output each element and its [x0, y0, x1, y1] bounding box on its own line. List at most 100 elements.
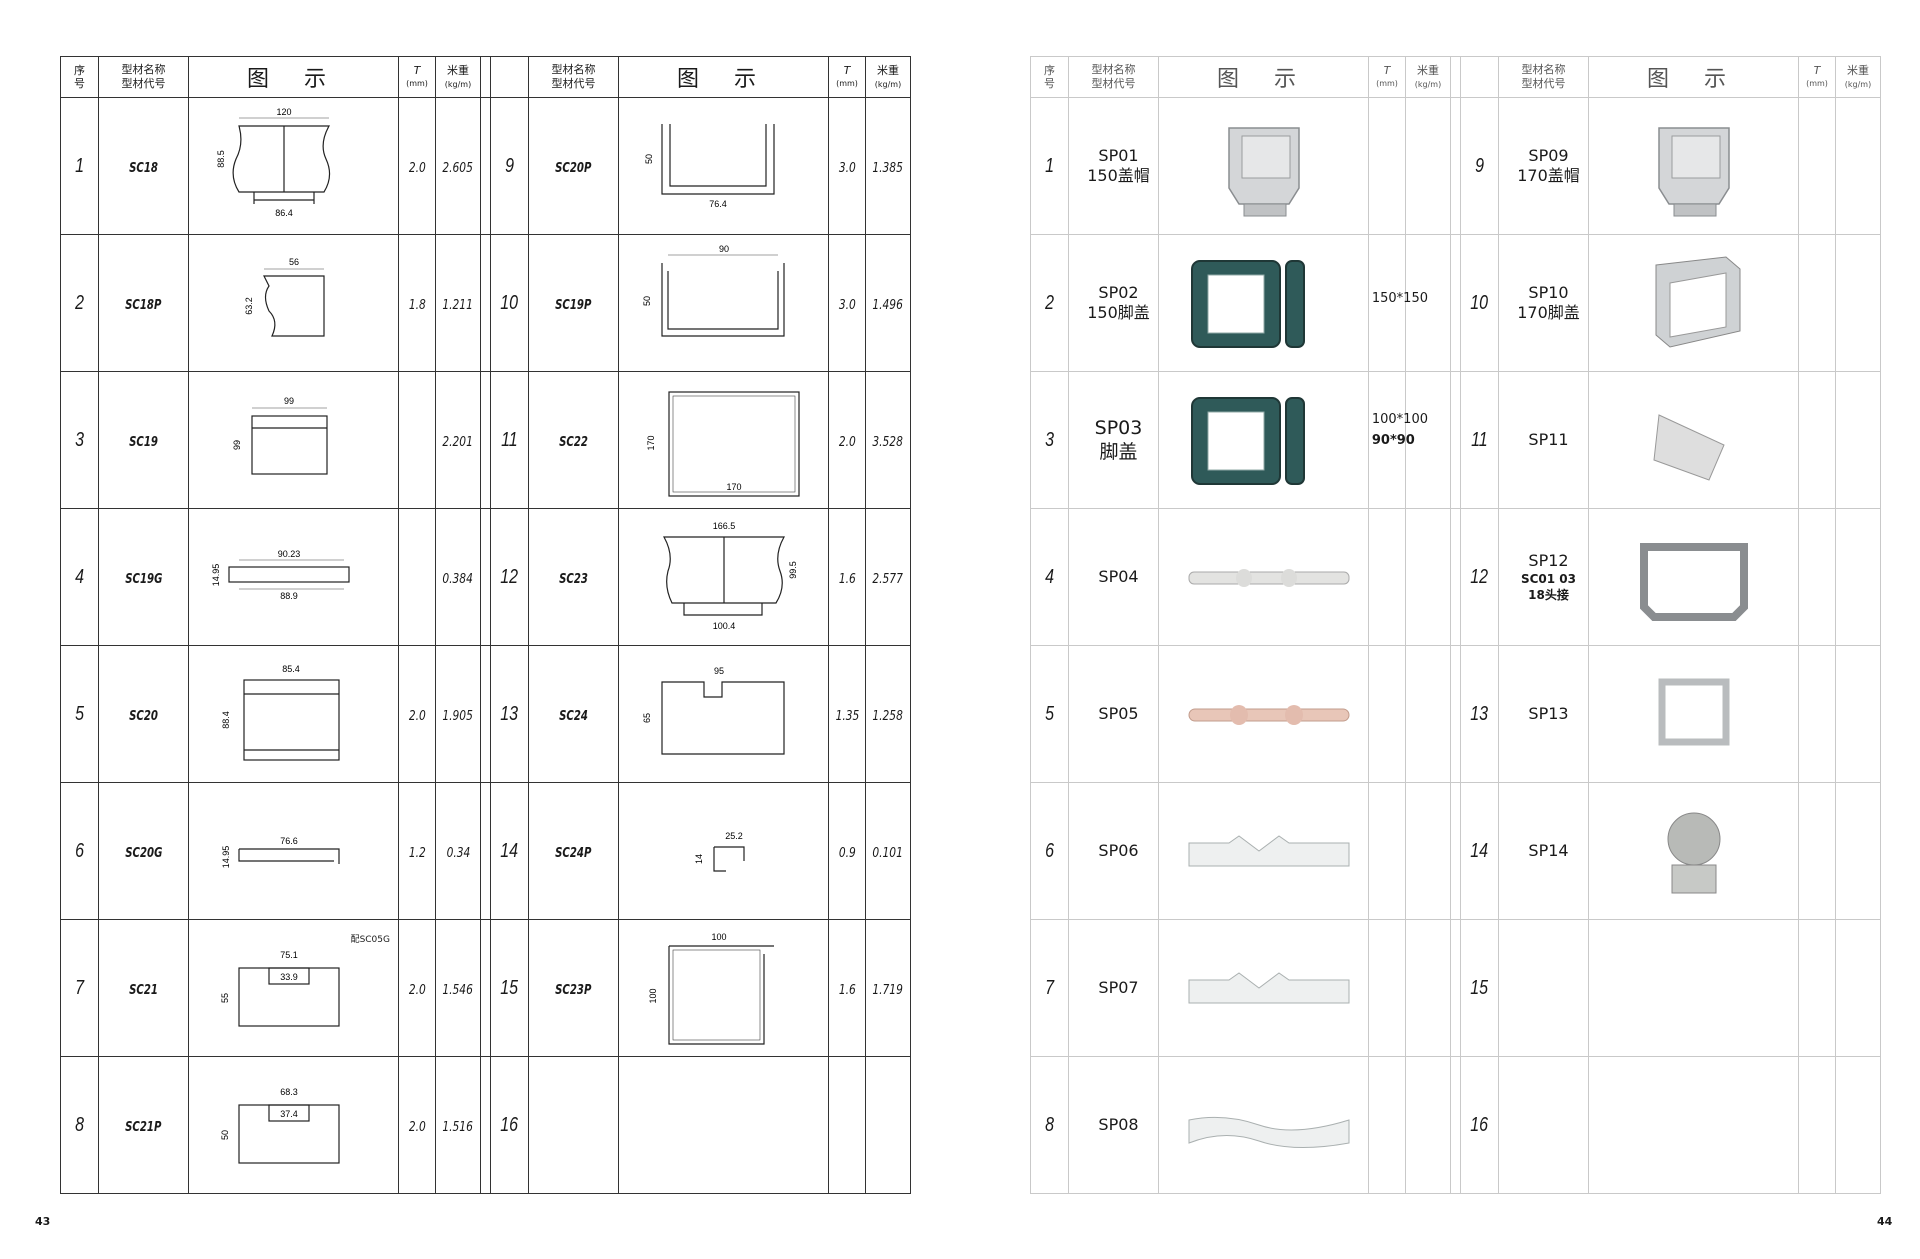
- dimension-label: 68.3: [280, 1087, 298, 1097]
- thickness-cell: [1368, 371, 1406, 509]
- dimension-label: 55: [220, 992, 230, 1002]
- row-number-text: 7: [75, 976, 84, 999]
- row-number: 6: [60, 782, 99, 920]
- thickness-cell: 2.0: [398, 645, 436, 783]
- row-number: 7: [60, 919, 99, 1057]
- accessory-image: [1658, 678, 1729, 746]
- weight-cell: 0.101: [865, 782, 911, 920]
- dimension-label: 14.95: [211, 563, 221, 586]
- thickness-value: 1.6: [838, 571, 856, 587]
- row-number-text: 1: [75, 154, 84, 177]
- accessory-name-cell: SP07: [1068, 919, 1159, 1057]
- dimension-label: 166.5: [712, 521, 735, 531]
- thickness-cell: [1368, 645, 1406, 783]
- row-number-text: 8: [1045, 1113, 1054, 1136]
- accessory-image: [1188, 705, 1349, 725]
- thickness-value: 3.0: [838, 297, 856, 313]
- row-number: 10: [1460, 234, 1499, 372]
- profile-code-cell: SC21P: [98, 1056, 189, 1194]
- profile-code-cell: SC18: [98, 97, 189, 235]
- profile-table-left: 序号 型材名称型材代号 图 示 T(mm) 米重(kg/m) 型材名称型材代号 …: [60, 56, 911, 1194]
- weight-cell: 2.605: [435, 97, 481, 235]
- accessory-name-cell: SP11: [1498, 371, 1589, 509]
- weight-cell: 1.905: [435, 645, 481, 783]
- profile-code: SC24P: [555, 845, 592, 861]
- weight-cell: 1.546: [435, 919, 481, 1057]
- row-number: 1: [1030, 97, 1069, 235]
- profile-code-cell: SC20: [98, 645, 189, 783]
- thickness-value: 0.9: [838, 845, 856, 861]
- accessory-image: [1227, 127, 1300, 217]
- weight-cell: [1405, 234, 1451, 372]
- cross-section-drawing: 76.614.95: [221, 836, 340, 868]
- accessory-name-line: SP11: [1528, 430, 1569, 449]
- thickness-cell: [1798, 1056, 1836, 1194]
- profile-code: SC20P: [555, 160, 592, 176]
- weight-cell: 1.496: [865, 234, 911, 372]
- accessory-name-line: SP05: [1098, 704, 1139, 723]
- weight-value: 1.546: [442, 982, 474, 998]
- weight-cell: [1835, 234, 1881, 372]
- weight-value: 0.34: [446, 845, 470, 861]
- dimension-label: 120: [276, 107, 291, 117]
- weight-cell: 1.211: [435, 234, 481, 372]
- profile-code: SC21: [129, 982, 158, 998]
- thickness-cell: 2.0: [828, 371, 866, 509]
- accessory-figure: [1158, 919, 1369, 1057]
- row-number-text: 15: [500, 976, 519, 999]
- profile-code-cell: [528, 1056, 619, 1194]
- weight-value: 0.101: [872, 845, 904, 861]
- profile-code-cell: SC24: [528, 645, 619, 783]
- row-number-text: 12: [1470, 565, 1489, 588]
- dimension-label: 25.2: [725, 831, 743, 841]
- thickness-cell: 1.6: [828, 508, 866, 646]
- profile-code: SC18P: [125, 297, 162, 313]
- column-gap: [1450, 371, 1461, 509]
- thickness-cell: [398, 371, 436, 509]
- weight-cell: [1835, 782, 1881, 920]
- accessory-name-cell: [1498, 1056, 1589, 1194]
- weight-cell: 2.201: [435, 371, 481, 509]
- accessory-image: [1190, 397, 1305, 485]
- accessory-name-line: SP02: [1098, 283, 1139, 302]
- weight-cell: 1.385: [865, 97, 911, 235]
- row-number-text: 5: [1045, 702, 1054, 725]
- accessory-name-cell: SP13: [1498, 645, 1589, 783]
- row-number: 4: [60, 508, 99, 646]
- accessory-figure: [1588, 645, 1799, 783]
- header-name: 型材名称型材代号: [98, 56, 189, 98]
- row-number: 8: [60, 1056, 99, 1194]
- accessory-name-cell: [1498, 919, 1589, 1057]
- thickness-cell: [1798, 508, 1836, 646]
- dimension-label: 95: [713, 666, 723, 676]
- header-weight-right-2: 米重(kg/m): [1835, 56, 1881, 98]
- column-gap: [1450, 508, 1461, 646]
- table-header-row-right: 序号 型材名称型材代号 图 示 T(mm) 米重(kg/m) 型材名称型材代号 …: [1030, 56, 1881, 98]
- dimension-label: 170: [726, 482, 741, 492]
- profile-code: SC24: [559, 708, 588, 724]
- dimension-label: 63.2: [244, 297, 254, 315]
- thickness-cell: [1798, 234, 1836, 372]
- weight-cell: [1405, 919, 1451, 1057]
- weight-value: 1.258: [872, 708, 904, 724]
- thickness-cell: [1798, 782, 1836, 920]
- header-figure-right: 图 示: [1158, 56, 1369, 98]
- header-name-right-2: 型材名称型材代号: [1498, 56, 1589, 98]
- accessory-image: [1188, 972, 1349, 1004]
- thickness-cell: [1368, 782, 1406, 920]
- profile-code: SC20G: [124, 845, 163, 861]
- row-number: 5: [1030, 645, 1069, 783]
- accessory-name-line: 150盖帽: [1087, 166, 1150, 185]
- profile-code: SC18: [129, 160, 158, 176]
